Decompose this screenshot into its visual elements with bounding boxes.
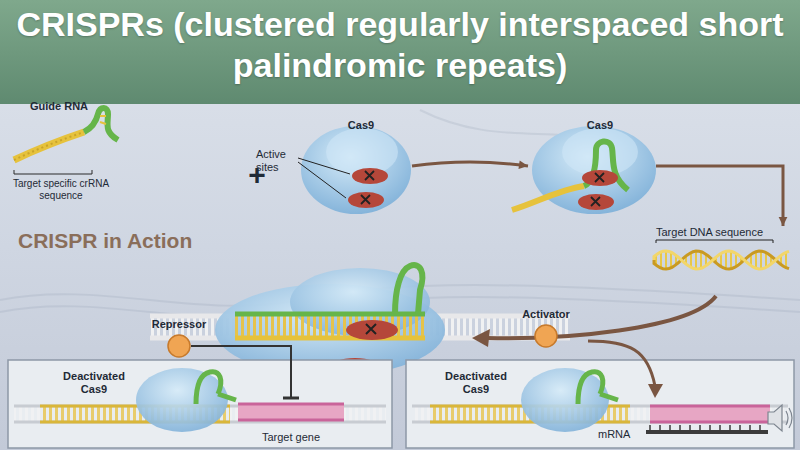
part-name: Deactivated Cas9 (52, 370, 136, 395)
repressor-protein: Repressor (146, 318, 212, 358)
part-name: Guide RNA (30, 100, 120, 113)
node-label: Activator (522, 308, 570, 321)
section-heading: CRISPR in Action (18, 229, 258, 253)
target-gene: Target gene (236, 396, 346, 446)
node-label: Target DNA sequence (656, 226, 763, 239)
background-dna (0, 110, 800, 318)
node-label: Cas9 (348, 119, 374, 132)
connector (412, 160, 528, 169)
target-dna: Target DNA sequence (650, 226, 795, 292)
annotation: Target specific crRNA sequence (8, 178, 114, 201)
connector (191, 346, 299, 398)
node-label: Cas9 (587, 119, 613, 132)
speaker-icon (768, 405, 792, 431)
part-name: mRNA (598, 428, 642, 441)
repressor-illustration (14, 368, 386, 432)
process-arrow (472, 296, 716, 347)
node-label: Target gene (262, 431, 320, 444)
cas9-guide-complex: Cas9 (528, 116, 656, 216)
connector (656, 166, 787, 226)
guide-rna (14, 108, 118, 174)
activator-protein: Activator (513, 308, 579, 348)
repressor-panel (8, 360, 392, 448)
activator-illustration (412, 341, 788, 432)
node-label: Repressor (152, 318, 206, 331)
title-band (0, 0, 800, 104)
activator-panel (406, 360, 794, 448)
title: CRISPRs (clustered regularly interspaced… (5, 4, 795, 87)
plus-sign: + (244, 158, 270, 193)
cas9-protein: Cas9 (300, 116, 412, 216)
part-name: Deactivated Cas9 (434, 370, 518, 395)
